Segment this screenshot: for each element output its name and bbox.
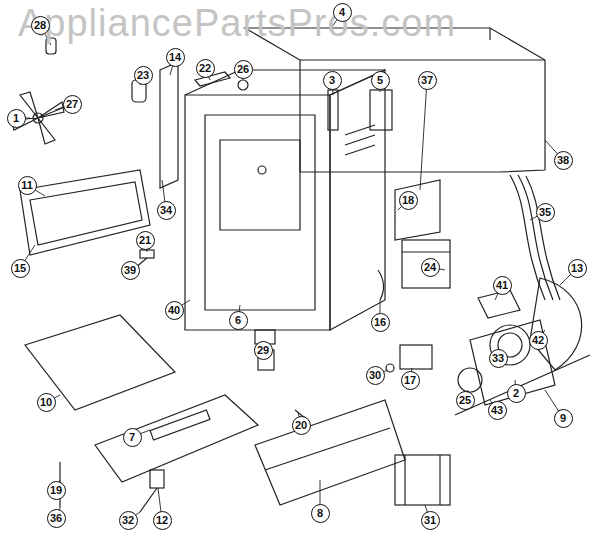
callout-number: 18 [399, 191, 418, 210]
callout-number: 38 [554, 151, 573, 170]
callout-number: 22 [196, 59, 215, 78]
callout-number: 12 [153, 511, 172, 530]
callout-number: 15 [11, 259, 30, 278]
callout-number: 20 [292, 416, 311, 435]
callout-number: 31 [421, 511, 440, 530]
callout-number: 7 [123, 428, 142, 447]
watermark: AppliancePartsPros.com [18, 2, 456, 45]
magnetron-bracket [470, 320, 555, 405]
callout-number: 32 [119, 511, 138, 530]
callout-number: 35 [536, 203, 555, 222]
callout-number: 33 [489, 349, 508, 368]
callout-number: 29 [254, 341, 273, 360]
front-frame [185, 95, 330, 330]
callout-number: 19 [47, 481, 66, 500]
callout-number: 9 [554, 409, 573, 428]
callout-number: 2 [507, 384, 526, 403]
callout-number: 16 [371, 313, 390, 332]
callout-number: 40 [165, 301, 184, 320]
callout-number: 26 [234, 60, 253, 79]
fan-base-plate [20, 170, 150, 255]
callout-number: 23 [134, 66, 153, 85]
callout-number: 39 [121, 261, 140, 280]
callout-number: 24 [421, 258, 440, 277]
callout-number: 25 [456, 391, 475, 410]
callout-number: 43 [488, 401, 507, 420]
callout-number: 8 [311, 504, 330, 523]
callout-number: 5 [371, 71, 390, 90]
callout-number: 14 [166, 48, 185, 67]
callout-number: 6 [229, 311, 248, 330]
cabinet-outline [245, 28, 545, 172]
callout-number: 1 [7, 109, 26, 128]
transformer [395, 455, 450, 505]
callout-number: 27 [63, 95, 82, 114]
callout-number: 34 [157, 201, 176, 220]
callout-number: 30 [366, 366, 385, 385]
callout-number: 3 [323, 71, 342, 90]
callout-number: 37 [418, 71, 437, 90]
base-bracket [255, 400, 405, 505]
bottom-plate [95, 395, 258, 482]
callout-number: 4 [333, 3, 352, 22]
callout-number: 13 [568, 259, 587, 278]
callout-number: 36 [47, 509, 66, 528]
callout-number: 28 [31, 16, 50, 35]
callout-number: 17 [401, 371, 420, 390]
callout-number: 11 [18, 176, 37, 195]
callout-number: 42 [529, 331, 548, 350]
callout-number: 41 [493, 276, 512, 295]
callout-number: 10 [37, 393, 56, 412]
callout-number: 21 [136, 231, 155, 250]
